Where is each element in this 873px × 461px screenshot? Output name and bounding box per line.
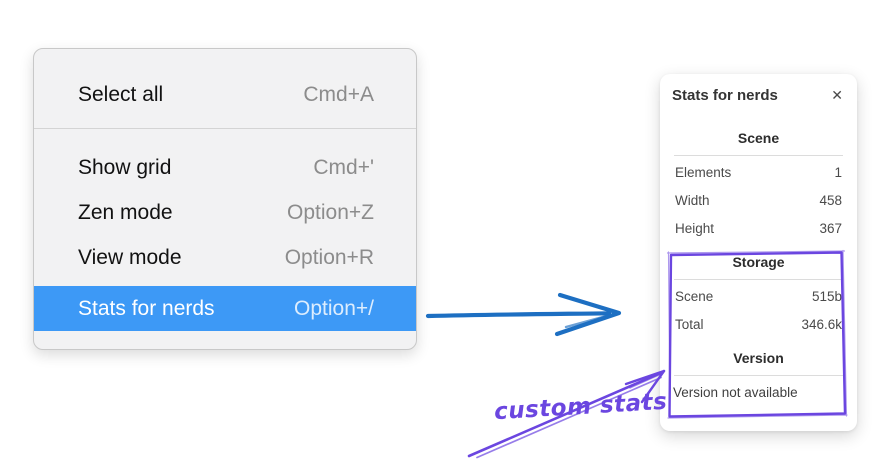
stat-label: Total [675, 316, 704, 332]
menu-item-shortcut: Cmd+' [313, 155, 374, 179]
menu-divider [34, 128, 416, 129]
close-icon[interactable]: ✕ [831, 87, 843, 103]
stat-row-elements: Elements 1 [672, 158, 845, 186]
stat-value: 515b [811, 288, 842, 304]
stat-label: Width [675, 192, 710, 208]
section-header-version: Version [733, 350, 784, 366]
stat-row-scene-storage: Scene 515b [672, 282, 845, 310]
stats-panel-title: Stats for nerds [672, 86, 778, 104]
menu-item-zen-mode[interactable]: Zen mode Option+Z [34, 190, 416, 235]
custom-stats-annotation: custom stats [493, 388, 668, 426]
menu-item-label: Zen mode [78, 200, 173, 224]
section-divider [674, 279, 843, 280]
stat-value: 367 [819, 220, 842, 236]
menu-item-label: Stats for nerds [78, 296, 215, 320]
menu-item-view-mode[interactable]: View mode Option+R [34, 235, 416, 280]
menu-item-label: View mode [78, 245, 182, 269]
menu-item-shortcut: Option+R [284, 245, 374, 269]
stat-row-height: Height 367 [672, 214, 845, 242]
section-divider [674, 155, 843, 156]
menu-item-shortcut: Cmd+A [303, 82, 374, 106]
menu-item-shortcut: Option+Z [287, 200, 374, 224]
stats-panel: Stats for nerds ✕ Scene Elements 1 Width… [660, 74, 857, 431]
context-menu: Select all Cmd+A Show grid Cmd+' Zen mod… [33, 48, 417, 350]
stat-label: Height [675, 220, 715, 236]
stat-value: 346.6k [801, 316, 842, 332]
stat-row-width: Width 458 [672, 186, 845, 214]
menu-item-shortcut: Option+/ [294, 296, 374, 320]
menu-group: Show grid Cmd+' Zen mode Option+Z View m… [34, 129, 416, 331]
menu-item-label: Select all [78, 82, 164, 106]
section-header-storage: Storage [732, 254, 785, 270]
section-header-scene: Scene [737, 130, 780, 146]
purple-arrow [467, 369, 666, 459]
stat-row-total-storage: Total 346.6k [672, 310, 845, 338]
stats-panel-header: Stats for nerds ✕ [672, 86, 845, 104]
version-note: Version not available [673, 385, 798, 400]
menu-item-label: Show grid [78, 155, 172, 179]
section-divider [674, 375, 843, 376]
menu-item-select-all[interactable]: Select all Cmd+A [34, 61, 416, 128]
stat-value: 458 [819, 192, 842, 208]
stat-label: Elements [675, 164, 732, 180]
blue-arrow [425, 292, 622, 337]
stat-label: Scene [675, 288, 714, 304]
stat-value: 1 [834, 164, 842, 180]
menu-item-show-grid[interactable]: Show grid Cmd+' [34, 145, 416, 190]
menu-item-stats-for-nerds[interactable]: Stats for nerds Option+/ [34, 286, 416, 331]
